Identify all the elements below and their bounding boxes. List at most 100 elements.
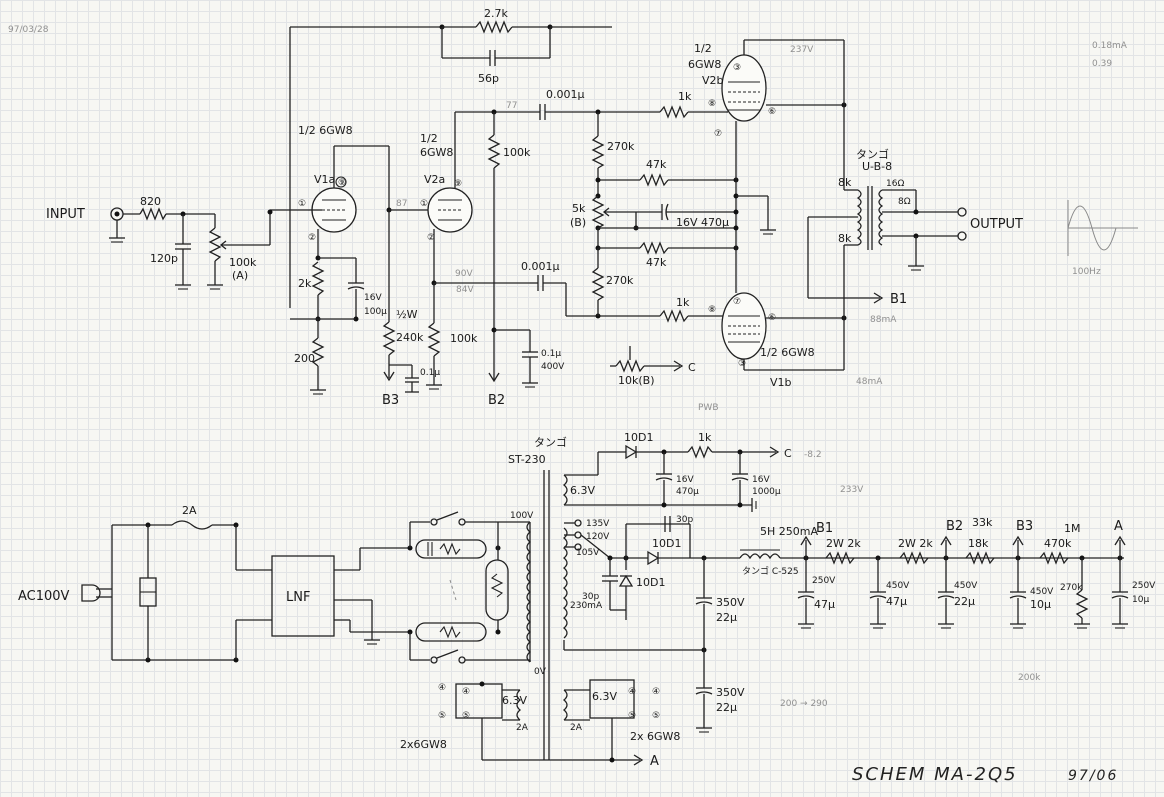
relay-right [485, 559, 509, 621]
ot-8k-bot: 8k [838, 232, 852, 245]
r-2w-2k-a-symbol [825, 551, 855, 565]
c-100u-label: 100µ [364, 307, 387, 317]
c-a-u-label: 10µ [1132, 595, 1149, 605]
c-b1b-u-label: 47µ [886, 595, 907, 608]
c-120p-label: 120p [150, 252, 178, 265]
r-820-label: 820 [140, 195, 161, 208]
c-30p-a-label: 30p [676, 515, 693, 525]
choke-model-label: タンゴ C-525 [742, 565, 799, 577]
output-label: OUTPUT [970, 217, 1023, 232]
pt-120-label: 120V [586, 532, 610, 542]
tube-v2b [721, 54, 767, 122]
r-100k-v2a-label: 100k [450, 332, 478, 345]
c-b2-u-label: 22µ [954, 595, 975, 608]
pt-135-label: 135V [586, 519, 610, 529]
pt-63v-label: 6.3V [570, 484, 595, 497]
c-b2-v-label: 450V [954, 581, 978, 591]
heater-63-b-label: 6.3V [592, 690, 617, 703]
heater-winding-left [455, 683, 503, 719]
c-16v-1000: 16V [752, 475, 770, 485]
r-240k-label: 240k [396, 331, 424, 344]
note-88ma: 88mA [870, 315, 897, 325]
ac-in-label: AC100V [18, 589, 70, 604]
output-terminal-hot [957, 207, 967, 217]
r-270k-top-symbol [591, 135, 605, 169]
d-10d1-low-symbol [618, 574, 634, 587]
c-470u-h: 470µ [676, 487, 699, 497]
pt-model-label: ST-230 [508, 453, 546, 466]
r-27k-symbol [475, 20, 513, 34]
r-1k-bot-symbol [659, 309, 689, 323]
v1a-name-label: V1a [314, 173, 335, 186]
ot-model-label: U-B-8 [862, 160, 892, 173]
schem-title: SCHEM MA-2Q5 [852, 764, 1018, 785]
note-100hz: 100Hz [1072, 267, 1101, 277]
svg-text:①: ① [298, 199, 306, 209]
r-100k-v2a-symbol [427, 322, 441, 357]
svg-text:⑦: ⑦ [714, 129, 722, 139]
r-2w-2k-b-label: 2W 2k [898, 537, 933, 550]
ac-plug-symbol [81, 584, 101, 602]
note-200-290: 200 → 290 [780, 699, 828, 709]
vr-5k-symbol [591, 195, 605, 229]
r-100k-plate-label: 100k [503, 146, 531, 159]
b3-label-ps: B3 [1016, 519, 1033, 534]
pt-105-label: 105V [576, 548, 600, 558]
svg-text:③: ③ [733, 63, 741, 73]
r-1k-top-label: 1k [678, 90, 692, 103]
ot-16-label: 16Ω [886, 179, 904, 189]
svg-text:⑧: ⑧ [708, 99, 716, 109]
ot-8-label: 8Ω [898, 197, 911, 207]
corner-note: 97/03/28 [8, 25, 49, 35]
r-240k-symbol [382, 321, 396, 356]
r-47k-bot-symbol [639, 241, 669, 255]
note-233: 233V [840, 485, 864, 495]
c-16v-470-label: 16V 470µ [676, 216, 729, 229]
r-470k-label: 470k [1044, 537, 1072, 550]
pt-maker-label: タンゴ [534, 435, 567, 449]
c-b3-v-label: 450V [1030, 587, 1054, 597]
c-350v-top-label: 350V [716, 596, 745, 609]
r-1k-top-symbol [659, 105, 689, 119]
r-47k-top-label: 47k [646, 158, 667, 171]
c-label-ps: C [784, 447, 792, 460]
ot-maker-label: タンゴ [856, 147, 889, 161]
heater-2a-b-label: 2A [570, 723, 583, 733]
vr-100k-symbol [208, 227, 222, 262]
v2b-name-label: V2b [702, 74, 724, 87]
pt-0v-label: 0V [534, 667, 547, 677]
relay-top [415, 539, 487, 559]
svg-text:⑤: ⑤ [438, 711, 446, 721]
r-47k-bot-label: 47k [646, 256, 667, 269]
r-270k-b3-symbol [1075, 589, 1089, 619]
r-2w-2k-a-label: 2W 2k [826, 537, 861, 550]
svg-text:④: ④ [628, 687, 636, 697]
pt-100v-label: 100V [510, 511, 534, 521]
output-transformer-primary [856, 189, 862, 246]
input-label: INPUT [46, 207, 85, 222]
r-270k-bot-symbol [591, 267, 605, 301]
svg-text:⑨: ⑨ [454, 179, 462, 189]
vr-10k-label: 10k(B) [618, 374, 655, 387]
c-b3-u-label: 10µ [1030, 598, 1051, 611]
power-switch-bottom [436, 649, 459, 659]
v1b-type-label: 1/2 6GW8 [760, 346, 815, 359]
c-001-bot-label: 0.001µ [521, 260, 560, 273]
v2b-type-a: 1/2 [694, 42, 712, 55]
choke-symbol [739, 553, 781, 560]
note-pwb: PWB [698, 403, 719, 413]
svg-text:⑤: ⑤ [462, 711, 470, 721]
v2b-type-b: 6GW8 [688, 58, 721, 71]
c-01u-small-label: 0.1µ [420, 368, 440, 378]
r-2k-symbol [311, 261, 325, 296]
b2-label-amp: B2 [488, 393, 505, 408]
r-1m-label: 1M [1064, 522, 1081, 535]
svg-text:②: ② [427, 233, 435, 243]
c-b1-u-label: 47µ [814, 598, 835, 611]
r-270k-top-label: 270k [607, 140, 635, 153]
fuse-label: 2A [182, 504, 197, 517]
svg-text:⑨: ⑨ [338, 178, 346, 188]
lnf-box [271, 555, 335, 637]
d-10d1-low-label: 10D1 [636, 576, 665, 589]
